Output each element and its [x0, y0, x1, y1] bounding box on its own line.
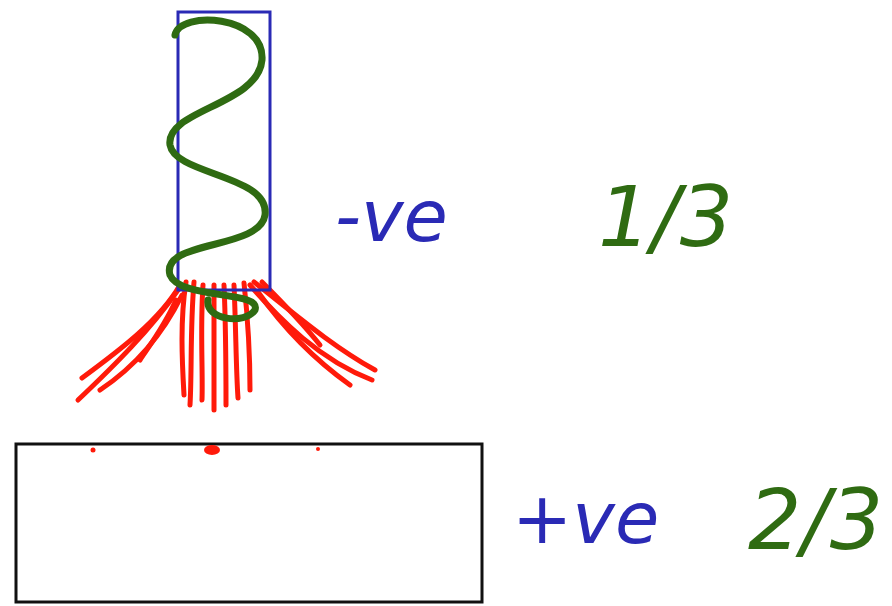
- polarity-label: +ve: [512, 482, 659, 554]
- spark-dots: [91, 445, 321, 455]
- plate: [16, 444, 482, 602]
- fraction-label: 2/3: [748, 478, 883, 562]
- polarity-label: -ve: [335, 180, 448, 252]
- sparks: [78, 282, 375, 410]
- fraction-label: 1/3: [598, 175, 733, 259]
- coil: [169, 20, 265, 319]
